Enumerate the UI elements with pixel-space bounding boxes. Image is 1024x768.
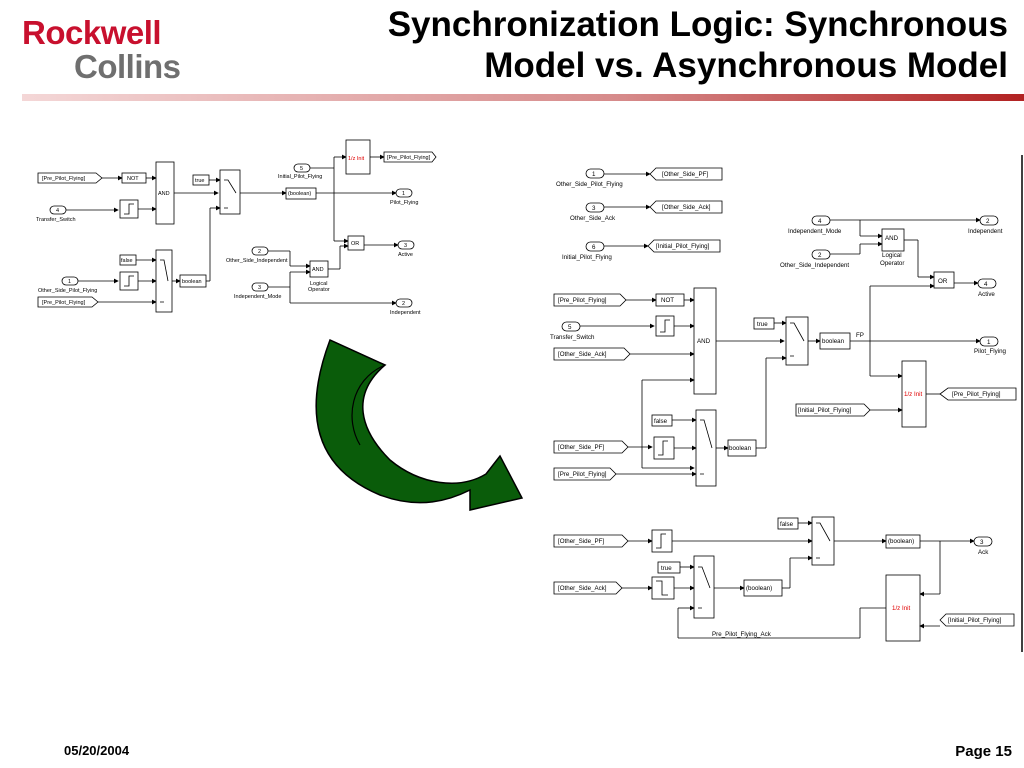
sync-not-block: NOT (127, 176, 139, 182)
async-and-small: AND (885, 235, 899, 242)
async-in4-num: 4 (818, 218, 822, 225)
sync-out3-num: 3 (404, 243, 407, 249)
async-in4-name: Independent_Mode (788, 228, 842, 235)
async-out4-num: 4 (984, 281, 988, 288)
sync-in2-num: 2 (258, 249, 261, 255)
sync-out1-name: Pilot_Flying (390, 200, 418, 206)
async-true-block-2: true (661, 565, 672, 572)
footer-page-number: Page 15 (955, 743, 1012, 760)
sync-out1-num: 1 (402, 191, 405, 197)
sync-in4-num: 4 (56, 208, 59, 214)
async-out1-name: Pilot_Flying (974, 348, 1007, 355)
async-from-pre-pilot: [Pre_Pilot_Flying] (558, 297, 607, 304)
sync-false-block: false (121, 258, 133, 264)
sync-and-block: AND (158, 191, 170, 197)
async-from-other-pf-2: [Other_Side_PF] (558, 538, 604, 545)
async-or-block: OR (938, 278, 948, 285)
async-and-big: AND (697, 338, 711, 345)
async-operator-label: Operator (880, 260, 904, 267)
green-arrow-icon (315, 338, 524, 511)
async-not-block: NOT (661, 297, 674, 304)
async-in1-name: Other_Side_Pilot_Flying (556, 181, 623, 188)
slide-title-line1: Synchronization Logic: Synchronous (387, 5, 1008, 44)
async-goto-pre-pilot: [Pre_Pilot_Flying] (952, 391, 1001, 398)
sync-from-pre-pilot: [Pre_Pilot_Flying] (42, 300, 86, 306)
async-in3-num: 3 (592, 205, 596, 212)
sync-out2-name: Independent (390, 310, 421, 316)
async-from-other-pf: [Other_Side_PF] (558, 444, 604, 451)
sync-in3-name: Independent_Mode (234, 294, 281, 300)
async-in6-name: Initial_Pilot_Flying (562, 254, 612, 261)
sync-or-block: OR (351, 241, 359, 247)
async-boolean-block-2: boolean (729, 445, 752, 452)
sync-in2-name: Other_Side_Independent (226, 258, 288, 264)
async-false-block-2: false (780, 521, 794, 528)
sync-boolean-paren: (boolean) (288, 191, 311, 197)
async-out2-name: Independent (968, 228, 1003, 235)
sync-boolean-block: boolean (182, 279, 202, 285)
async-unit-delay: 1/z Init (904, 391, 923, 398)
async-boolean-paren-2: (boolean) (746, 585, 772, 592)
async-from-other-ack-2: [Other_Side_Ack] (558, 585, 607, 592)
slide-title: Synchronization Logic: Synchronous Model… (268, 4, 1008, 86)
async-in6-num: 6 (592, 244, 596, 251)
async-from-pre-pilot-2: [Pre_Pilot_Flying] (558, 471, 607, 478)
async-out3-num: 3 (980, 539, 984, 546)
async-boolean-block: boolean (822, 338, 845, 345)
async-from-other-ack: [Other_Side_Ack] (558, 351, 607, 358)
sync-and2-block: AND (312, 267, 324, 273)
sync-true-block: true (195, 178, 204, 184)
async-out4-name: Active (978, 291, 995, 298)
rockwell-collins-logo: Rockwell Collins (22, 14, 222, 85)
async-in3-name: Other_Side_Ack (570, 215, 616, 222)
slide-title-line2: Model vs. Asynchronous Model (484, 46, 1008, 85)
async-in2-num: 2 (818, 252, 822, 259)
async-out1-num: 1 (987, 339, 991, 346)
async-in5-name: Transfer_Switch (550, 334, 595, 341)
async-logical-label: Logical (882, 252, 902, 259)
sync-unit-delay: 1/z Init (348, 156, 365, 162)
footer-date: 05/20/2004 (64, 743, 130, 758)
sync-in3-num: 3 (258, 285, 261, 291)
async-out2-num: 2 (986, 218, 990, 225)
logo-line-collins: Collins (74, 48, 181, 85)
sync-in1-name: Other_Side_Pilot_Flying (38, 288, 97, 294)
async-goto-other-pf: [Other_Side_PF] (662, 171, 708, 178)
async-out3-name: Ack (978, 549, 989, 556)
async-boolean-paren: (boolean) (888, 538, 914, 545)
async-from-initial-pf: [Initial_Pilot_Flying] (798, 407, 852, 414)
async-true-block: true (757, 321, 768, 328)
async-from-initial-pf-2: [Initial_Pilot_Flying] (948, 617, 1002, 624)
sync-logical-label: Logical (310, 281, 327, 287)
sync-goto-pre-pilot: [Pre_Pilot_Flying] (42, 176, 86, 182)
sync-in5-num: 5 (300, 166, 303, 172)
sync-out2-num: 2 (402, 301, 405, 307)
sync-in1-num: 1 (68, 279, 71, 285)
sync-in5-name: Initial_Pilot_Flying (278, 174, 322, 180)
title-divider (22, 94, 1024, 101)
async-pre-ack-signal: Pre_Pilot_Flying_Ack (712, 631, 772, 638)
sync-operator-label: Operator (308, 287, 330, 293)
logo-line-rockwell: Rockwell (22, 14, 162, 51)
async-in1-num: 1 (592, 171, 596, 178)
async-in2-name: Other_Side_Independent (780, 262, 849, 269)
sync-goto-pre-pilot-2: [Pre_Pilot_Flying] (387, 155, 431, 161)
async-false-block: false (654, 418, 668, 425)
async-fp-label: FP (856, 332, 864, 339)
async-goto-other-ack: [Other_Side_Ack] (662, 204, 711, 211)
async-unit-delay-2: 1/z Init (892, 605, 911, 612)
async-goto-initial-pf: [Initial_Pilot_Flying] (656, 243, 710, 250)
async-in5-num: 5 (568, 324, 572, 331)
sync-out3-name: Active (398, 252, 413, 258)
sync-in4-name: Transfer_Switch (36, 217, 76, 223)
